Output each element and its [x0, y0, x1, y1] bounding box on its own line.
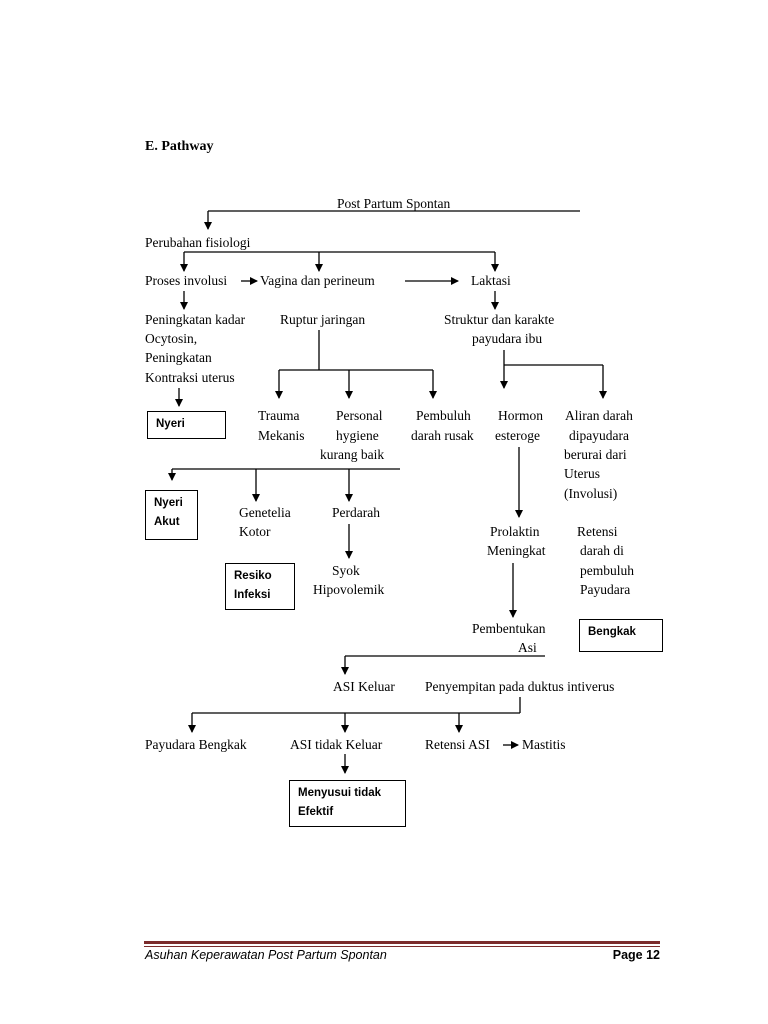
node-ruptur: Ruptur jaringan [280, 312, 366, 327]
node-laktasi: Laktasi [471, 273, 511, 288]
node-post-partum: Post Partum Spontan [337, 196, 451, 211]
node-payudara-bengkak: Payudara Bengkak [145, 737, 247, 752]
node-retensi-asi: Retensi ASI [425, 737, 490, 752]
node-asi-tidak-keluar: ASI tidak Keluar [290, 737, 383, 752]
footer-rule-thin [144, 946, 660, 947]
diagnosis-box-nyeri: Nyeri [147, 411, 226, 439]
diagnosis-box-bengkak: Bengkak [579, 619, 663, 652]
node-mastitis: Mastitis [522, 737, 566, 752]
footer-title: Asuhan Keperawatan Post Partum Spontan [145, 948, 387, 962]
diagnosis-box-nyeri-akut: Nyeri Akut [145, 490, 198, 540]
node-perdarah: Perdarah [332, 505, 380, 520]
diagnosis-box-resiko-infeksi: Resiko Infeksi [225, 563, 295, 610]
diagnosis-box-menyusui: Menyusui tidak Efektif [289, 780, 406, 827]
node-asi-keluar: ASI Keluar [333, 679, 395, 694]
node-penyempitan: Penyempitan pada duktus intiverus [425, 679, 615, 694]
node-proses-involusi: Proses involusi [145, 273, 228, 288]
footer-page-number: Page 12 [612, 948, 660, 962]
footer-rule-thick [144, 941, 660, 944]
node-vagina: Vagina dan perineum [260, 273, 375, 288]
section-title: E. Pathway [145, 139, 214, 154]
node-perubahan: Perubahan fisiologi [145, 235, 251, 250]
